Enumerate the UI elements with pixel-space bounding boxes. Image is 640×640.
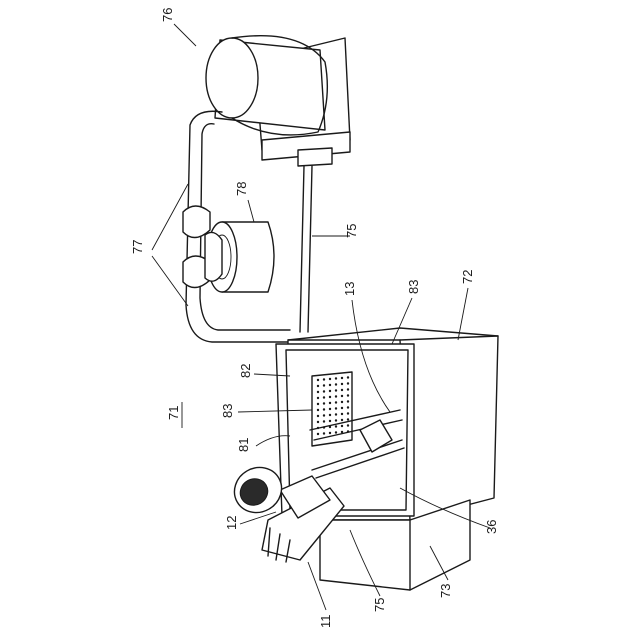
label-81: 81 bbox=[236, 438, 251, 452]
mesh-hole bbox=[341, 389, 343, 391]
mesh-hole bbox=[335, 407, 337, 409]
label-76: 76 bbox=[160, 8, 175, 22]
mesh-hole bbox=[329, 402, 331, 404]
mesh-hole bbox=[347, 406, 349, 408]
mesh-panel bbox=[312, 372, 352, 446]
mesh-hole bbox=[317, 397, 319, 399]
mesh-hole bbox=[335, 413, 337, 415]
mesh-hole bbox=[323, 402, 325, 404]
mesh-hole bbox=[347, 382, 349, 384]
label-73: 73 bbox=[438, 584, 453, 598]
mesh-hole bbox=[317, 415, 319, 417]
mesh-hole bbox=[329, 384, 331, 386]
mesh-hole bbox=[347, 412, 349, 414]
mesh-hole bbox=[323, 408, 325, 410]
mesh-hole bbox=[335, 401, 337, 403]
mesh-hole bbox=[347, 424, 349, 426]
mesh-hole bbox=[347, 394, 349, 396]
mesh-hole bbox=[341, 419, 343, 421]
mesh-hole bbox=[347, 376, 349, 378]
mesh-hole bbox=[317, 421, 319, 423]
mesh-hole bbox=[329, 390, 331, 392]
mesh-hole bbox=[335, 431, 337, 433]
label-12: 12 bbox=[224, 516, 239, 530]
label-83-lower: 83 bbox=[220, 404, 235, 418]
mesh-hole bbox=[329, 432, 331, 434]
mesh-hole bbox=[317, 409, 319, 411]
mesh-hole bbox=[341, 377, 343, 379]
label-82: 82 bbox=[238, 364, 253, 378]
mesh-hole bbox=[323, 414, 325, 416]
mesh-hole bbox=[329, 414, 331, 416]
label-13: 13 bbox=[342, 282, 357, 296]
mesh-hole bbox=[323, 432, 325, 434]
mesh-hole bbox=[347, 418, 349, 420]
mesh-hole bbox=[317, 379, 319, 381]
label-75-lower: 75 bbox=[372, 598, 387, 612]
mesh-hole bbox=[347, 400, 349, 402]
mesh-hole bbox=[341, 395, 343, 397]
figure-number: 71 bbox=[166, 402, 182, 428]
mesh-hole bbox=[335, 425, 337, 427]
pipe-75 bbox=[300, 166, 312, 332]
mesh-hole bbox=[329, 408, 331, 410]
mesh-hole bbox=[329, 396, 331, 398]
mesh-hole bbox=[335, 377, 337, 379]
label-11: 11 bbox=[318, 615, 333, 629]
motor-78 bbox=[205, 222, 274, 292]
cabinet bbox=[276, 328, 498, 590]
figure-number-text: 71 bbox=[166, 406, 181, 420]
label-83-upper: 83 bbox=[406, 280, 421, 294]
mesh-hole bbox=[323, 420, 325, 422]
mesh-hole bbox=[347, 388, 349, 390]
mesh-hole bbox=[341, 407, 343, 409]
mesh-hole bbox=[341, 383, 343, 385]
mesh-hole bbox=[317, 391, 319, 393]
mesh-hole bbox=[341, 425, 343, 427]
mesh-hole bbox=[341, 413, 343, 415]
mesh-hole bbox=[335, 395, 337, 397]
label-78: 78 bbox=[234, 182, 249, 196]
label-77: 77 bbox=[130, 240, 145, 254]
mesh-hole bbox=[335, 383, 337, 385]
mesh-hole bbox=[323, 378, 325, 380]
mesh-hole bbox=[323, 384, 325, 386]
mesh-hole bbox=[317, 385, 319, 387]
mesh-hole bbox=[323, 390, 325, 392]
mesh-hole bbox=[317, 433, 319, 435]
mesh-hole bbox=[323, 396, 325, 398]
mesh-hole bbox=[335, 389, 337, 391]
tank-76 bbox=[206, 36, 350, 166]
mesh-hole bbox=[329, 378, 331, 380]
mesh-hole bbox=[335, 419, 337, 421]
mesh-hole bbox=[341, 401, 343, 403]
mesh-hole bbox=[317, 403, 319, 405]
mesh-hole bbox=[329, 420, 331, 422]
label-72: 72 bbox=[460, 270, 475, 284]
